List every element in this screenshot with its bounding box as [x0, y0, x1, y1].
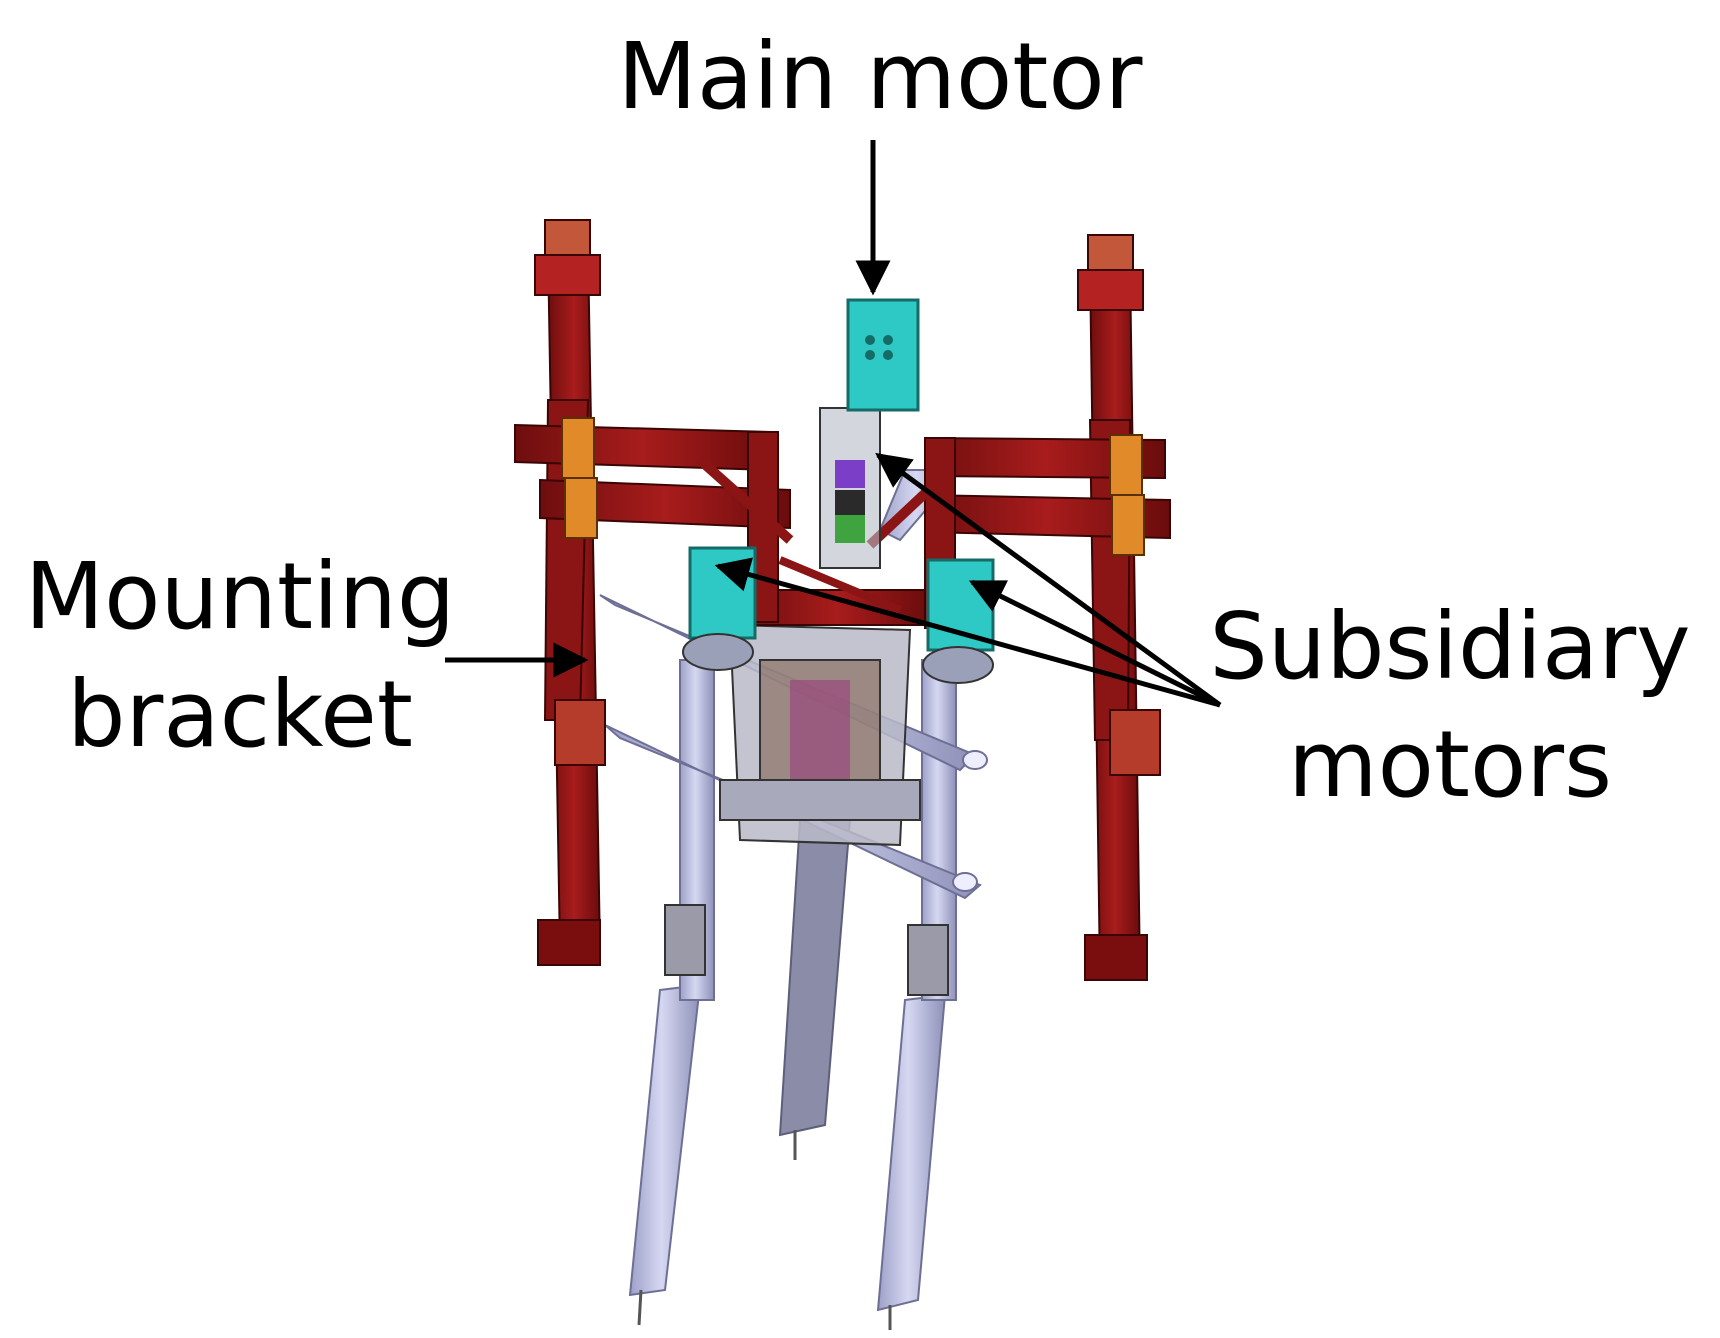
blade-right: [876, 993, 947, 1312]
subsidiary-motor-right: [926, 558, 995, 652]
mounting-bracket-label: Mounting bracket: [10, 538, 470, 774]
main-motor-label-text: Main motor: [617, 23, 1143, 130]
main-motor-label: Main motor: [560, 18, 1200, 136]
central-housing: [719, 623, 921, 847]
arrow-subsidiary-3: [968, 579, 1222, 708]
arrow-subsidiary-2: [714, 557, 1221, 708]
blades: [628, 819, 947, 1330]
subsidiary-motors-label-line1: Subsidiary: [1209, 593, 1691, 700]
mounting-bracket-frame: [514, 219, 1171, 981]
shafts: [664, 659, 957, 1001]
blade-left: [628, 983, 702, 1297]
subsidiary-motors-label: Subsidiary motors: [1180, 588, 1720, 824]
annotation-arrows: [445, 140, 1222, 708]
subsidiary-motor-left: [688, 546, 757, 640]
mounting-bracket-label-line1: Mounting: [24, 543, 456, 650]
subsidiary-motors-label-line2: motors: [1287, 711, 1613, 818]
arrow-subsidiary-1: [875, 452, 1222, 708]
bracket-clamp: [561, 417, 595, 479]
mounting-bracket-label-line2: bracket: [67, 661, 413, 768]
blade-center: [778, 819, 852, 1137]
main-motor: [819, 298, 920, 569]
